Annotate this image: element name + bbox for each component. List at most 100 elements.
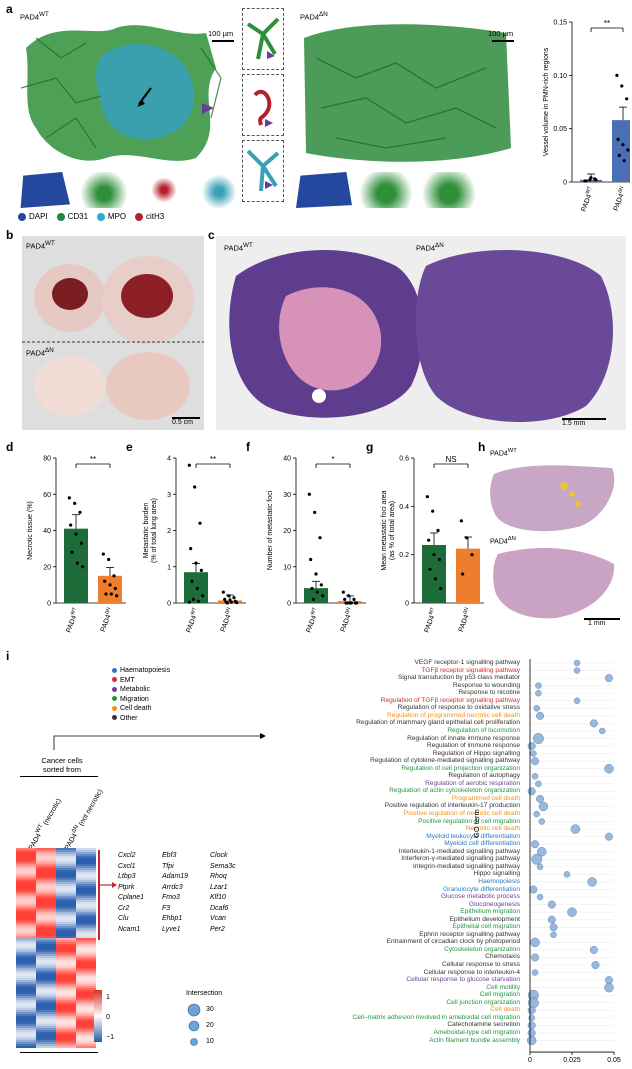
heatmap-cell xyxy=(56,880,76,882)
heatmap-cell xyxy=(76,916,96,918)
heatmap-cell xyxy=(76,954,96,956)
gene-label: Ehbp1 xyxy=(162,915,183,922)
i-colorbar xyxy=(94,990,102,1042)
heatmap-cell xyxy=(76,852,96,854)
panel-label-g: g xyxy=(366,440,374,454)
gene-label: Adam19 xyxy=(162,873,189,880)
heatmap-cell xyxy=(36,914,56,916)
heatmap-cell xyxy=(16,1004,36,1006)
heatmap-cell xyxy=(76,856,96,858)
heatmap-cell xyxy=(36,918,56,920)
heatmap-cell xyxy=(76,1022,96,1024)
heatmap-cell xyxy=(36,880,56,882)
d-data-point xyxy=(115,594,119,598)
c-wt-label: PAD4WT xyxy=(224,242,253,253)
heatmap-cell xyxy=(16,1020,36,1022)
heatmap-cell xyxy=(56,882,76,884)
a-data-point xyxy=(615,73,619,77)
heatmap-cell xyxy=(56,1034,76,1036)
heatmap-cell xyxy=(76,862,96,864)
go-term-label: Regulation of Hippo signalling xyxy=(432,749,520,757)
heatmap-cell xyxy=(36,860,56,862)
g-tick-label: 0.2 xyxy=(399,552,409,559)
go-term-label: Response to nicotine xyxy=(458,689,520,697)
d-tick-label: 0 xyxy=(47,601,51,608)
f-data-point xyxy=(355,601,359,605)
heatmap-cell xyxy=(36,936,56,938)
heatmap-cell xyxy=(16,990,36,992)
a-data-point xyxy=(617,153,621,157)
heatmap-cell xyxy=(76,942,96,944)
heatmap-cell xyxy=(56,1038,76,1040)
go-term-label: Epithelium migration xyxy=(460,908,520,916)
go-term-label: Cell junction organization xyxy=(446,998,520,1006)
heatmap-cell xyxy=(76,936,96,938)
e-data-point xyxy=(191,597,195,601)
colorbar-tick-0: 0 xyxy=(106,1014,110,1021)
heatmap-cell xyxy=(76,1008,96,1010)
heatmap-cell xyxy=(76,998,96,1000)
heatmap-cell xyxy=(56,956,76,958)
heatmap-cell xyxy=(36,954,56,956)
heatmap-cell xyxy=(36,916,56,918)
heatmap-cell xyxy=(36,924,56,926)
go-term-label: Cell–matrix adhesion involved in ameboid… xyxy=(352,1013,521,1021)
heatmap-cell xyxy=(56,908,76,910)
heatmap-cell xyxy=(36,982,56,984)
heatmap-cell xyxy=(36,980,56,982)
go-dot xyxy=(535,682,542,689)
heatmap-cell xyxy=(56,934,76,936)
heatmap-cell xyxy=(56,876,76,878)
a-legend: DAPI CD31 MPO citH3 xyxy=(18,212,164,221)
heatmap-cell xyxy=(56,886,76,888)
heatmap-cell xyxy=(36,896,56,898)
heatmap-cell xyxy=(16,906,36,908)
heatmap-cell xyxy=(76,864,96,866)
heatmap-cell xyxy=(16,898,36,900)
a-data-point xyxy=(594,178,598,182)
e-data-point xyxy=(227,594,231,598)
heatmap-cell xyxy=(76,1042,96,1044)
heatmap-cell xyxy=(36,984,56,986)
heatmap-cell xyxy=(56,964,76,966)
go-dot xyxy=(589,945,598,954)
heatmap-cell xyxy=(56,860,76,862)
heatmap-cell xyxy=(56,1014,76,1016)
legend-item-migration: Migration xyxy=(112,695,170,705)
heatmap-cell xyxy=(56,946,76,948)
heatmap-cell xyxy=(36,1028,56,1030)
heatmap-cell xyxy=(76,976,96,978)
go-term-label: TGFβ receptor signalling pathway xyxy=(421,666,520,674)
heatmap-cell xyxy=(76,974,96,976)
heatmap-cell xyxy=(76,950,96,952)
heatmap-cell xyxy=(56,960,76,962)
go-dot xyxy=(531,969,539,976)
heatmap-cell xyxy=(36,902,56,904)
go-dot xyxy=(535,780,542,788)
a-data-point xyxy=(622,159,626,163)
heatmap-cell xyxy=(36,1024,56,1026)
heatmap-cell xyxy=(16,992,36,994)
heatmap-cell xyxy=(16,928,36,930)
heatmap-cell xyxy=(16,984,36,986)
heatmap-cell xyxy=(16,860,36,862)
go-term-label: Cell migration xyxy=(479,991,520,999)
heatmap-cell xyxy=(76,996,96,998)
g-data-point xyxy=(431,509,435,513)
heatmap-cell xyxy=(56,1040,76,1042)
heatmap-cell xyxy=(56,958,76,960)
heatmap-cell xyxy=(36,1026,56,1028)
heatmap-cell xyxy=(56,1004,76,1006)
heatmap-cell xyxy=(56,968,76,970)
heatmap-cell xyxy=(56,1016,76,1018)
f-category-label: PAD4WT xyxy=(304,607,321,634)
go-term-label: Cellular response to interleukin-4 xyxy=(423,968,520,976)
panel-label-d: d xyxy=(6,440,14,454)
e-category-label: PAD4WT xyxy=(184,607,201,634)
heatmap-cell xyxy=(76,912,96,914)
heatmap-cell xyxy=(36,1042,56,1044)
heatmap-cell xyxy=(76,986,96,988)
heatmap-cell xyxy=(56,952,76,954)
d-data-point xyxy=(69,523,73,527)
